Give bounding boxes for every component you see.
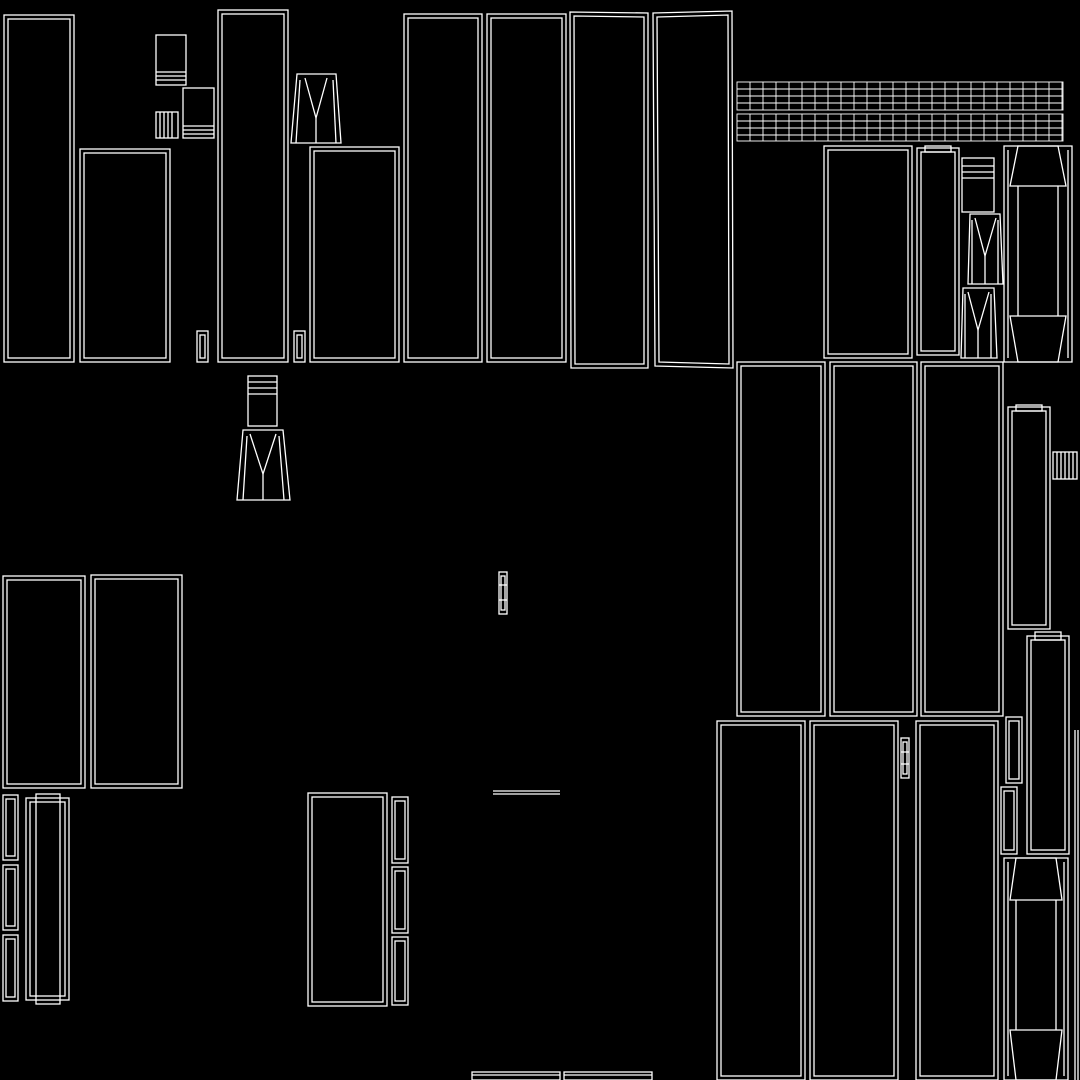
uv-island: [736, 361, 826, 717]
uv-wireframe: [2, 9, 1079, 1080]
uv-island: [493, 790, 560, 795]
uv-island: [823, 145, 913, 359]
uv-island: [1026, 631, 1070, 855]
uv-island: [920, 361, 1004, 717]
uv-island: [217, 9, 289, 363]
uv-island: [293, 330, 306, 363]
uv-island: [307, 792, 388, 1007]
uv-island: [247, 375, 278, 427]
uv-island: [716, 720, 806, 1080]
uv-island: [569, 11, 649, 369]
uv-island: [916, 145, 960, 356]
uv-island: [196, 330, 209, 363]
uv-island: [403, 13, 483, 363]
uv-island: [736, 81, 1064, 111]
uv-island: [829, 361, 918, 717]
uv-island: [309, 146, 400, 363]
uv-island: [961, 157, 995, 213]
uv-island: [79, 148, 171, 363]
uv-island: [25, 793, 70, 1005]
uv-island: [1052, 451, 1078, 480]
uv-island: [1000, 716, 1023, 855]
uv-island: [236, 429, 291, 501]
uv-island: [1007, 404, 1051, 630]
uv-island: [900, 737, 910, 779]
uv-island: [652, 10, 734, 369]
uv-island: [809, 720, 899, 1080]
uv-island: [736, 113, 1064, 142]
uv-island: [155, 34, 187, 86]
uv-island: [1003, 857, 1069, 1080]
uv-island: [290, 73, 342, 144]
uv-island: [486, 13, 567, 363]
uv-island: [2, 794, 19, 1002]
uv-island: [1003, 145, 1073, 363]
uv-island: [182, 87, 215, 139]
uv-island: [90, 574, 183, 789]
uv-island: [471, 1071, 653, 1080]
uv-island: [2, 575, 86, 789]
uv-island: [915, 720, 999, 1080]
uv-island: [1074, 730, 1079, 1080]
uv-island: [498, 571, 508, 615]
uv-island: [155, 111, 179, 139]
uv-island: [3, 14, 75, 363]
uv-island: [960, 287, 998, 359]
uv-island: [967, 213, 1004, 285]
uv-island: [391, 796, 409, 1006]
